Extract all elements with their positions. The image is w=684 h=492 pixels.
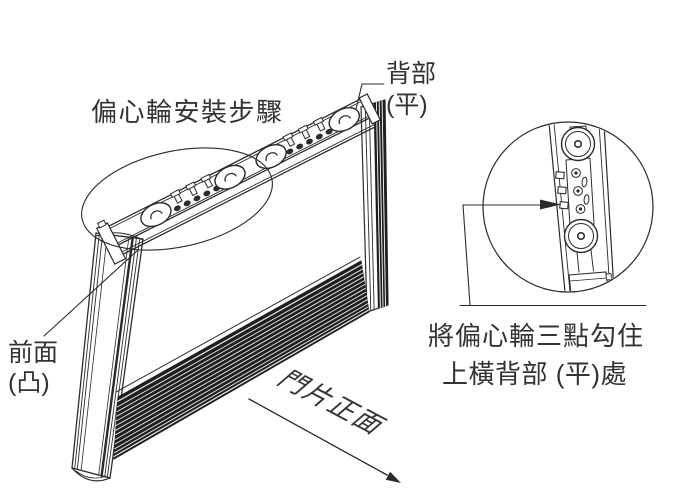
- rail-left-end-cap: [95, 219, 127, 265]
- front-label-leader: [43, 249, 139, 337]
- label-front-line1: 前面: [8, 339, 59, 367]
- louver-panel-face: [113, 256, 370, 460]
- label-back-line2: (平): [386, 91, 428, 119]
- hook-cluster-2: [282, 116, 333, 155]
- label-front: 前面 (凸): [8, 338, 58, 398]
- highlight-ellipse: [81, 147, 273, 251]
- figure-title: 偏心輪安裝步驟: [91, 97, 284, 127]
- detail-slots: [581, 176, 590, 205]
- rail-right-end-cap: [358, 93, 382, 125]
- detail-mount-plate: [565, 157, 595, 227]
- label-back: 背部 (平): [386, 59, 436, 121]
- instruction-line2: 上橫背部 (平)處: [442, 359, 628, 389]
- detail-wheel-bottom: [563, 218, 599, 254]
- detail-hook-points: [555, 171, 569, 210]
- hook-cluster-1: [169, 173, 221, 212]
- top-rail: [95, 93, 382, 265]
- detail-screws: [571, 168, 586, 214]
- back-label-leader: [355, 83, 385, 110]
- eccentric-wheel-3: [255, 143, 287, 170]
- detail-circle-view: [482, 121, 654, 293]
- eccentric-wheel-4: [328, 106, 361, 133]
- label-front-line2: (凸): [8, 369, 50, 397]
- right-stile: [360, 99, 389, 313]
- instruction-line1: 將偏心輪三點勾住: [428, 321, 645, 351]
- detail-wheel-top: [560, 126, 596, 162]
- eccentric-wheel-2: [214, 164, 246, 190]
- door-face-arrow: [248, 398, 401, 483]
- eccentric-wheel-1: [140, 202, 172, 228]
- label-back-line1: 背部: [386, 60, 437, 88]
- detail-pointer-arrow: [462, 199, 561, 306]
